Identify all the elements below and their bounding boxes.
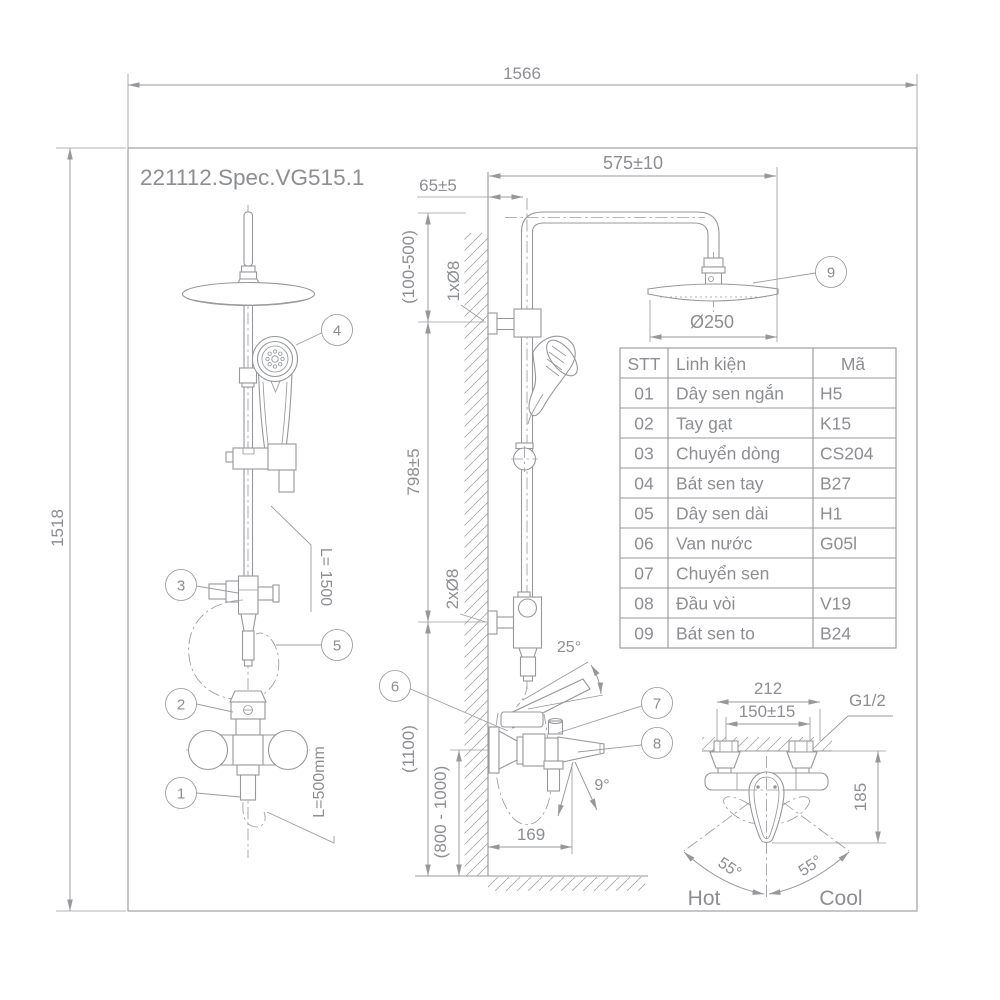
long-hose-length-label: L= 1500 [317,548,334,606]
long-hose-loop [494,712,552,825]
top-hole-label: 1xØ8 [444,261,463,302]
short-hose-loop [188,599,280,701]
lever-angle-dim: 25° [557,639,581,656]
callout-circle-6 [379,670,411,702]
callout-8: 8 [653,736,661,753]
callout-circle-5 [321,629,353,661]
table-row: 01 Dây sen ngắn H5 [634,383,842,404]
bath-mixer-side [488,661,605,825]
callout-1: 1 [177,786,185,803]
cell-code: CS204 [820,444,874,464]
callout-3: 3 [177,578,185,595]
cell-stt: 09 [634,624,653,644]
sheet-width-dim: 1566 [503,64,541,83]
cell-stt: 03 [634,444,653,464]
spout-angle-dim: 9° [594,777,609,794]
cell-part: Tay gạt [676,414,733,434]
table-header-part: Linh kiện [676,354,746,374]
callout-circle-9 [815,256,847,288]
callout-circle-4 [321,314,353,346]
total-height-dim: (1100) [399,725,418,773]
cell-stt: 05 [634,504,653,524]
callout-circle-8 [641,727,673,759]
cell-code: H5 [820,384,842,404]
cell-code: K15 [820,414,851,434]
cell-part: Dây sen ngắn [676,383,784,404]
callout-circle-2 [165,688,197,720]
hand-shower-side [511,335,578,472]
spout-side [557,736,605,764]
floor-hatching [488,877,645,891]
cool-label: Cool [819,887,862,910]
cell-part: Chuyển dòng [676,444,780,464]
callout-4: 4 [333,323,341,340]
table-row: 02 Tay gạt K15 [634,414,851,434]
head-diameter-dim: Ø250 [690,312,734,332]
sheet-frame: 1566 1518 221112.Spec.VG515.1 [48,64,918,912]
cell-stt: 01 [634,384,653,404]
cell-part: Bát sen to [676,624,755,644]
callout-circle-7 [641,687,673,719]
table-row: 09 Bát sen to B24 [634,624,851,644]
callout-2: 2 [177,697,185,714]
cell-stt: 04 [634,474,654,494]
table-header-stt: STT [627,354,660,374]
table-row: 05 Dây sen dài H1 [634,504,842,524]
table-header-code: Mã [841,354,866,374]
cell-code: B27 [820,474,851,494]
callout-circle-1 [165,777,197,809]
wall-hatching [464,233,488,876]
upper-range-dim: (100-500) [399,230,418,304]
bottom-hole-label: 2xØ8 [443,569,462,610]
mixer-height-dim: (800 - 1000) [431,766,450,859]
table-row: 07 Chuyển sen [634,564,769,584]
drawing-title: 221112.Spec.VG515.1 [140,165,364,190]
thread-size-label: G1/2 [849,691,886,710]
cool-angle-dim: 55° [796,853,826,880]
cell-part: Chuyển sen [676,564,769,584]
inlet-centers-dim: 150±15 [739,702,796,721]
cell-part: Đầu vòi [676,594,735,614]
sheet-height-dim: 1518 [48,509,67,547]
hot-label: Hot [688,887,721,910]
cell-part: Bát sen tay [676,474,764,494]
callout-balloons: 1 2 3 4 5 6 7 8 9 [165,256,847,809]
riser-height-dim: 798±5 [404,448,423,495]
cell-code: H1 [820,504,842,524]
table-row: 04 Bát sen tay B27 [634,474,851,494]
cell-stt: 08 [634,594,653,614]
cell-code: V19 [820,594,851,614]
cell-part: Van nước [676,534,753,554]
side-view-installation: 25° 9° 575±10 65±5 Ø250 (100-500) 798±5 … [399,153,779,891]
rain-head-side [647,283,779,302]
body-width-dim: 212 [754,679,782,698]
column-fitting-front [208,575,280,667]
cell-stt: 06 [634,534,653,554]
front-view-shower-column: L= 1500 L=500mm [181,205,335,858]
cell-part: Dây sen dài [676,504,768,524]
callout-circle-3 [165,569,197,601]
cell-code: B24 [820,624,851,644]
table-row: 06 Van nước G05l [634,534,857,554]
callout-5: 5 [333,638,341,655]
cell-stt: 02 [634,414,653,434]
parts-table: STT Linh kiện Mã 01 Dây sen ngắn H5 02 T… [619,347,897,649]
hand-shower-front [251,335,299,461]
cell-stt: 07 [634,564,653,584]
callout-6: 6 [391,679,399,696]
bath-mixer-front [186,690,310,828]
short-hose-length-label: L=500mm [311,746,328,818]
wall-offset-dim: 65±5 [419,176,457,195]
table-row: 03 Chuyển dòng CS204 [634,444,874,464]
cell-code: G05l [820,534,857,554]
spout-reach-dim: 169 [517,825,545,844]
callout-9: 9 [827,265,835,282]
table-row: 08 Đầu vòi V19 [634,594,851,614]
callout-7: 7 [653,696,661,713]
arm-reach-dim: 575±10 [603,153,663,173]
rain-head-front [181,281,316,307]
depth-dim: 185 [851,783,870,811]
mixer-detail-view: 212 150±15 G1/2 55° 55° Hot Cool [683,679,893,910]
